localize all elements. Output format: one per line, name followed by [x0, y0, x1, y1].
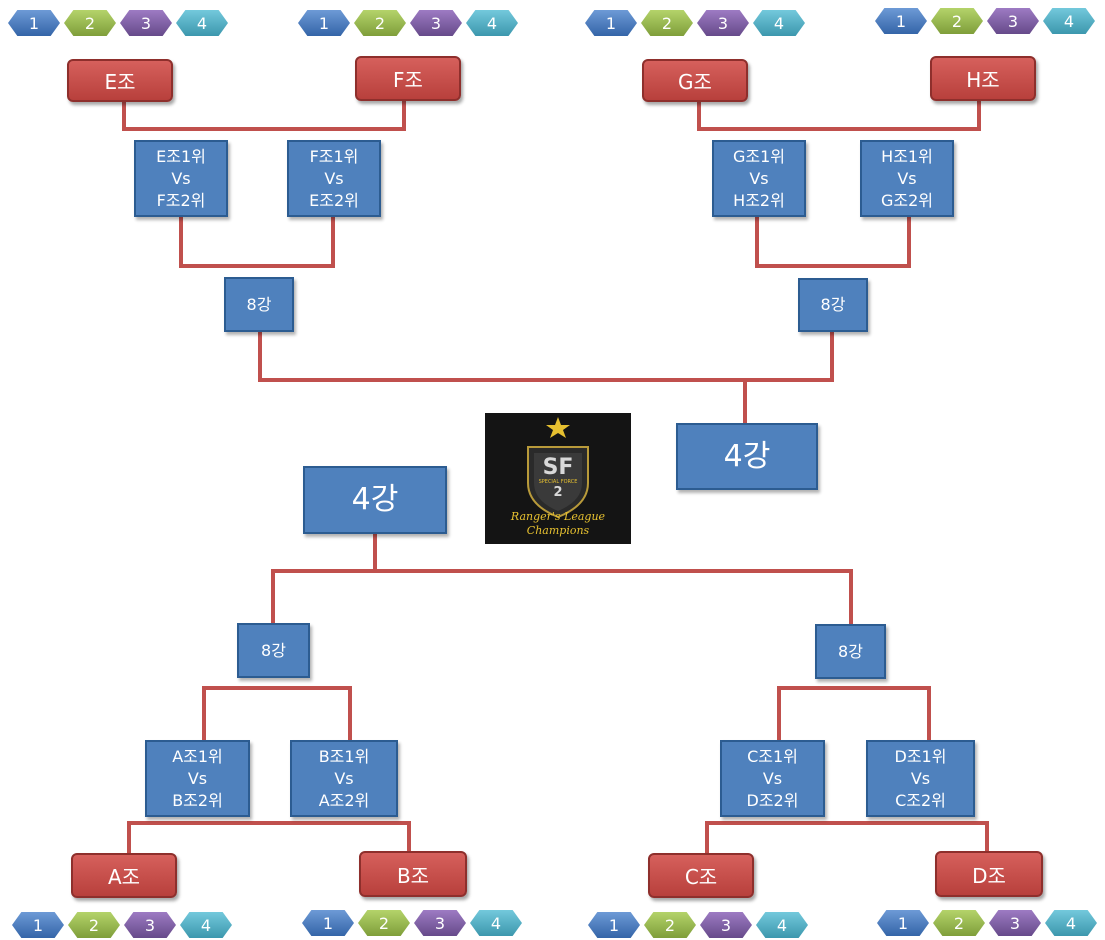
match-away: F조2위: [156, 190, 206, 210]
pill-2: 2: [641, 10, 693, 36]
pill-row-b: 1 2 3 4: [302, 910, 522, 936]
pill-1: 1: [302, 910, 354, 936]
logo-title: Ranger's League: [510, 510, 606, 523]
star-icon: [527, 417, 589, 519]
pill-1: 1: [8, 10, 60, 36]
group-h-box: H조: [930, 56, 1036, 101]
match-c1-vs-d2: C조1위 Vs D조2위: [720, 740, 825, 817]
pill-3: 3: [410, 10, 462, 36]
match-home: G조1위: [732, 146, 786, 166]
pill-1: 1: [12, 912, 64, 938]
pill-2: 2: [933, 910, 985, 936]
match-vs: Vs: [334, 768, 354, 788]
match-away: G조2위: [880, 190, 934, 210]
match-vs: Vs: [897, 168, 917, 188]
match-g1-vs-h2: G조1위 Vs H조2위: [712, 140, 806, 217]
match-vs: Vs: [324, 168, 344, 188]
pill-row-e: 1 2 3 4: [8, 10, 228, 36]
match-vs: Vs: [187, 768, 208, 788]
pill-2: 2: [644, 912, 696, 938]
round4-bottom: 4강: [303, 466, 447, 534]
pill-row-c: 1 2 3 4: [588, 912, 808, 938]
match-h1-vs-g2: H조1위 Vs G조2위: [860, 140, 954, 217]
pill-3: 3: [124, 912, 176, 938]
pill-2: 2: [354, 10, 406, 36]
pill-4: 4: [470, 910, 522, 936]
pill-4: 4: [753, 10, 805, 36]
group-f-box: F조: [355, 56, 461, 101]
pill-4: 4: [1045, 910, 1097, 936]
round8-bottom-right: 8강: [815, 624, 886, 679]
round8-bottom-left: 8강: [237, 623, 310, 678]
pill-row-a: 1 2 3 4: [12, 912, 232, 938]
group-c-box: C조: [648, 853, 754, 898]
match-b1-vs-a2: B조1위 Vs A조2위: [290, 740, 398, 817]
match-home: A조1위: [172, 746, 223, 766]
group-e-box: E조: [67, 59, 173, 102]
pill-4: 4: [176, 10, 228, 36]
match-vs: Vs: [749, 168, 769, 188]
pill-3: 3: [414, 910, 466, 936]
group-b-box: B조: [359, 851, 467, 897]
pill-1: 1: [585, 10, 637, 36]
pill-4: 4: [1043, 8, 1095, 34]
pill-1: 1: [588, 912, 640, 938]
match-home: C조1위: [747, 746, 798, 766]
pill-row-d: 1 2 3 4: [877, 910, 1097, 936]
match-away: D조2위: [746, 790, 799, 810]
match-a1-vs-b2: A조1위 Vs B조2위: [145, 740, 250, 817]
match-away: A조2위: [318, 790, 370, 810]
pill-3: 3: [120, 10, 172, 36]
match-vs: Vs: [171, 168, 191, 188]
pill-1: 1: [877, 910, 929, 936]
shield-emblem-sub: SPECIAL FORCE: [538, 479, 578, 485]
match-d1-vs-c2: D조1위 Vs C조2위: [866, 740, 975, 817]
pill-2: 2: [68, 912, 120, 938]
shield-emblem-num: 2: [553, 485, 563, 500]
pill-1: 1: [875, 8, 927, 34]
pill-row-g: 1 2 3 4: [585, 10, 805, 36]
league-logo: SF SPECIAL FORCE 2 Ranger's League Champ…: [485, 413, 631, 544]
logo-subtitle: Champions: [526, 524, 590, 537]
match-away: C조2위: [895, 790, 946, 810]
match-vs: Vs: [910, 768, 931, 788]
pill-row-h: 1 2 3 4: [875, 8, 1095, 34]
match-away: H조2위: [733, 190, 785, 210]
pill-4: 4: [466, 10, 518, 36]
group-a-box: A조: [71, 853, 177, 898]
pill-3: 3: [700, 912, 752, 938]
round8-top-right: 8강: [798, 278, 868, 332]
match-home: D조1위: [894, 746, 947, 766]
group-d-box: D조: [935, 851, 1043, 897]
pill-2: 2: [931, 8, 983, 34]
match-home: H조1위: [881, 146, 933, 166]
match-home: F조1위: [309, 146, 359, 166]
match-home: B조1위: [318, 746, 370, 766]
match-vs: Vs: [762, 768, 783, 788]
pill-2: 2: [358, 910, 410, 936]
match-home: E조1위: [156, 146, 206, 166]
pill-4: 4: [756, 912, 808, 938]
shield-emblem: SF: [542, 455, 574, 480]
group-g-box: G조: [642, 59, 748, 102]
pill-1: 1: [298, 10, 350, 36]
pill-3: 3: [989, 910, 1041, 936]
pill-3: 3: [987, 8, 1039, 34]
pill-3: 3: [697, 10, 749, 36]
match-away: B조2위: [172, 790, 223, 810]
round4-top: 4강: [676, 423, 818, 490]
pill-row-f: 1 2 3 4: [298, 10, 518, 36]
match-away: E조2위: [309, 190, 359, 210]
round8-top-left: 8강: [224, 277, 294, 332]
pill-2: 2: [64, 10, 116, 36]
match-e1-vs-f2: E조1위 Vs F조2위: [134, 140, 228, 217]
match-f1-vs-e2: F조1위 Vs E조2위: [287, 140, 381, 217]
pill-4: 4: [180, 912, 232, 938]
